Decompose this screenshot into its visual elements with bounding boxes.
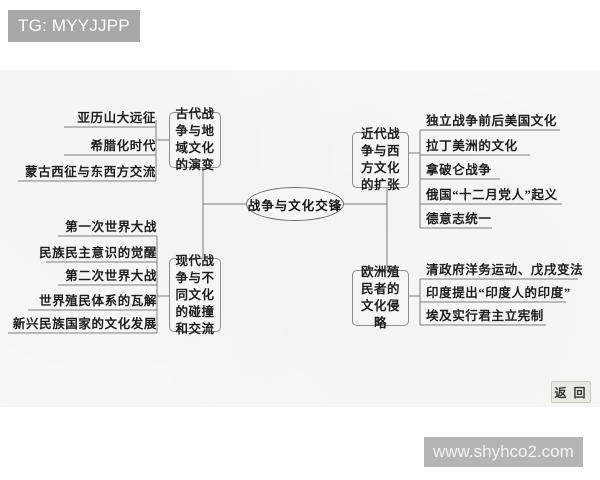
leaf-early-modern-2[interactable]: 拿破仑战争: [426, 163, 492, 177]
site-watermark: www.shyhco2.com: [424, 437, 583, 467]
leaf-ancient-2[interactable]: 蒙古西征与东西方交流: [24, 165, 156, 179]
tg-watermark-label: TG: MYYJJPP: [18, 16, 130, 35]
node-modern-war[interactable]: 现代战争与不同文化的碰撞和交流: [169, 254, 221, 336]
leaf-modern-3[interactable]: 世界殖民体系的瓦解: [39, 294, 157, 308]
node-modern-war-label: 现代战争与不同文化的碰撞和交流: [175, 253, 215, 336]
leaf-colonial-0[interactable]: 清政府洋务运动、戊戌变法: [426, 263, 584, 277]
site-watermark-label: www.shyhco2.com: [433, 442, 574, 461]
leaf-early-modern-0[interactable]: 独立战争前后美国文化: [426, 114, 558, 128]
leaf-modern-4[interactable]: 新兴民族国家的文化发展: [12, 317, 157, 331]
leaf-early-modern-1[interactable]: 拉丁美洲的文化: [426, 139, 518, 153]
leaf-early-modern-3[interactable]: 俄国“十二月党人”起义: [426, 188, 558, 202]
node-ancient-war[interactable]: 古代战争与地域文化的演变: [169, 107, 221, 172]
node-ancient-war-label: 古代战争与地域文化的演变: [175, 107, 215, 172]
leaf-modern-1[interactable]: 民族民主意识的觉醒: [39, 246, 157, 260]
leaf-early-modern-4[interactable]: 德意志统一: [426, 212, 492, 226]
leaf-ancient-1[interactable]: 希腊化时代: [90, 139, 156, 153]
node-early-modern-war[interactable]: 近代战争与西方文化的扩张: [352, 127, 409, 192]
leaf-modern-2[interactable]: 第二次世界大战: [65, 269, 157, 283]
node-early-modern-war-label: 近代战争与西方文化的扩张: [360, 127, 400, 192]
node-colonial-invasion[interactable]: 欧洲殖民者的文化侵略: [352, 265, 409, 330]
leaf-colonial-2[interactable]: 埃及实行君主立宪制: [426, 309, 544, 323]
node-colonial-invasion-label: 欧洲殖民者的文化侵略: [360, 265, 400, 330]
leaf-ancient-0[interactable]: 亚历山大远征: [77, 111, 156, 125]
return-button[interactable]: 返 回: [551, 381, 591, 403]
leaf-colonial-1[interactable]: 印度提出“印度人的印度”: [426, 286, 571, 300]
tg-watermark-badge: TG: MYYJJPP: [8, 10, 140, 42]
mindmap-panel: [0, 70, 600, 407]
return-button-label: 返 回: [554, 385, 588, 400]
hub-label: 战争与文化交锋: [247, 198, 343, 213]
leaf-modern-0[interactable]: 第一次世界大战: [65, 220, 157, 234]
hub-node[interactable]: 战争与文化交锋: [246, 187, 344, 221]
